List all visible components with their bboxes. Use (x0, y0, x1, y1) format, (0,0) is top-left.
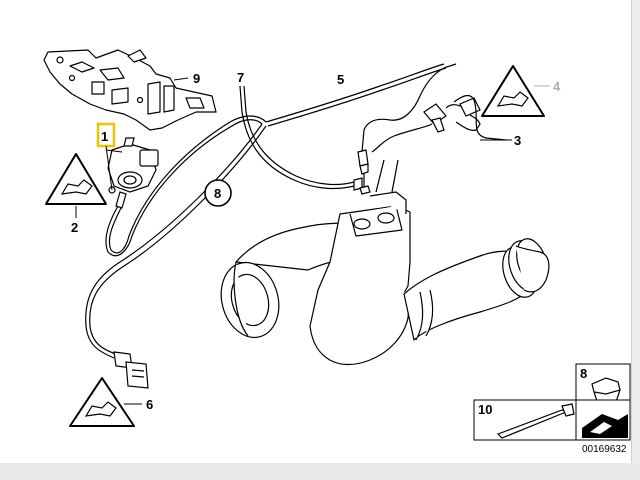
warning-triangle-icon (69, 377, 135, 427)
lambda-lead (371, 123, 433, 153)
cable-3 (453, 94, 507, 141)
callout-1[interactable]: 1 (101, 129, 108, 144)
detail-box-10 (473, 399, 631, 441)
cable-connector-icon (60, 179, 93, 195)
callout-8[interactable]: 8 (214, 186, 221, 201)
cable-6-outline (89, 125, 267, 355)
cable-5 (265, 63, 445, 123)
vacuum-hose-lower (105, 119, 263, 257)
warning-triangle-icon (481, 65, 545, 117)
leader-line-1 (105, 145, 113, 191)
callout-7[interactable]: 7 (237, 70, 244, 85)
callout-9: 9 (193, 71, 200, 86)
cable-6 (85, 123, 263, 359)
callout-2[interactable]: 2 (71, 220, 78, 235)
callout-4[interactable]: 4 (553, 79, 561, 94)
bracket-part (43, 49, 217, 131)
warning-triangle-icon (45, 153, 107, 205)
callout-3[interactable]: 3 (514, 133, 521, 148)
cable-5-short (361, 63, 457, 153)
reference-number: 00169632 (582, 444, 627, 455)
leader-line-1b (105, 149, 123, 153)
lambda-sensor-part (423, 97, 481, 133)
pressure-sensor-part (107, 137, 159, 209)
cable-7 (243, 85, 355, 186)
vacuum-hose-upper (108, 115, 267, 254)
callout-8-circle (204, 179, 232, 207)
cable-connector-icon (84, 401, 117, 417)
callout-10[interactable]: 10 (478, 402, 492, 417)
cable-connector-icon (496, 91, 529, 107)
cable-5-outline (267, 67, 447, 127)
callout-6[interactable]: 6 (146, 397, 153, 412)
particulate-filter-assembly (220, 159, 550, 365)
callout-5[interactable]: 5 (337, 72, 344, 87)
bottom-bar (0, 463, 640, 480)
cable-connector-6 (113, 351, 149, 389)
leader-line-9 (173, 77, 189, 81)
callout-8-box[interactable]: 8 (580, 366, 587, 381)
cable-7-outline (239, 85, 355, 190)
page-edge (631, 0, 640, 463)
exhaust-probe (357, 149, 371, 195)
